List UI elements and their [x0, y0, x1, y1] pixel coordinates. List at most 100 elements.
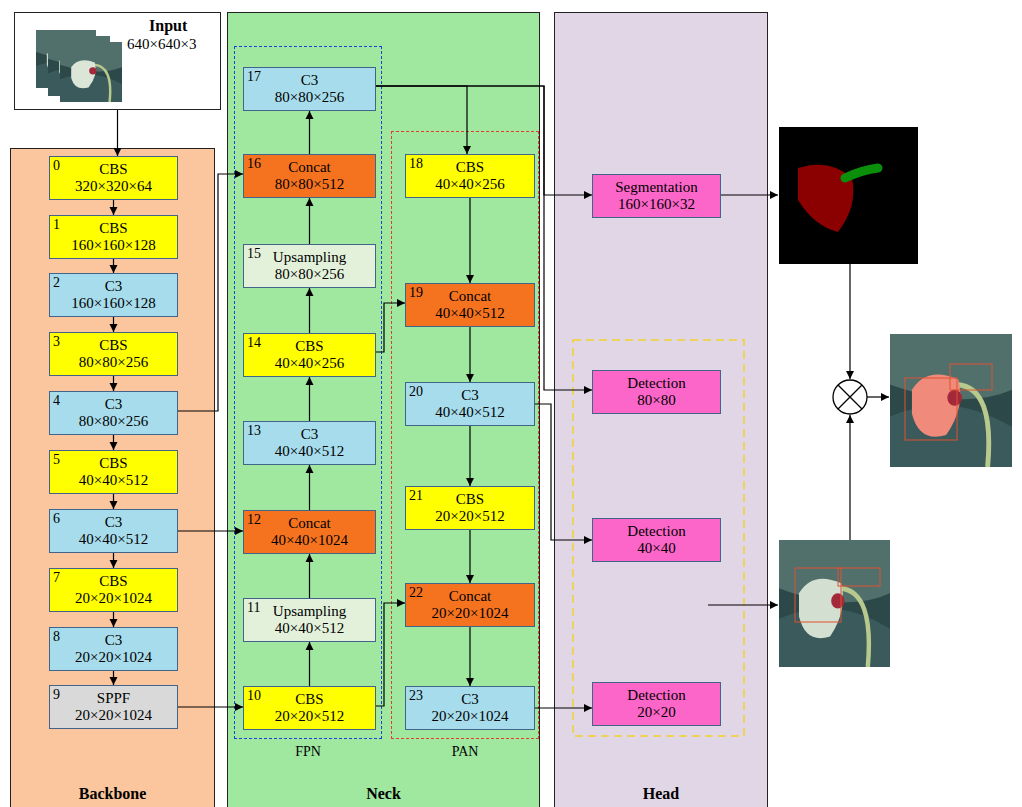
layer-number: 12 — [247, 512, 261, 527]
layer-number: 0 — [53, 158, 60, 173]
detection-image — [779, 540, 890, 667]
layer-label: 160×160×128 — [71, 295, 155, 312]
group-box: FPN10CBS20×20×51211Upsampling40×40×51212… — [234, 46, 382, 739]
layer-label: Segmentation — [615, 179, 698, 196]
layer-box: 7CBS20×20×1024 — [49, 568, 178, 612]
input-label: Input — [149, 17, 220, 35]
layer-label: C3 — [105, 278, 123, 295]
layer-label: 160×160×32 — [618, 196, 695, 213]
mask-stem — [845, 168, 878, 178]
layer-label: 40×40×512 — [435, 305, 504, 322]
layer-label: 40×40×512 — [79, 531, 148, 548]
layer-label: Upsampling — [273, 603, 346, 620]
layer-box: 8 C320×20×1024 — [49, 627, 178, 671]
layer-box: Detection80×80 — [592, 370, 721, 414]
layer-box: 18CBS40×40×256 — [405, 154, 535, 198]
layer-label: CBS — [99, 337, 127, 354]
layer-box: Detection20×20 — [592, 682, 721, 726]
layer-label: Upsampling — [273, 249, 346, 266]
layer-label: CBS — [456, 159, 484, 176]
layer-box: 14CBS40×40×256 — [243, 333, 376, 377]
layer-label: CBS — [295, 691, 323, 708]
layer-number: 10 — [247, 688, 261, 703]
multiply-symbol — [838, 385, 862, 409]
input-label: 640×640×3 — [127, 36, 220, 53]
section-title: Head — [643, 785, 679, 803]
layer-label: CBS — [99, 455, 127, 472]
result-image — [890, 334, 1012, 467]
layer-box: 12Concat40×40×1024 — [243, 510, 376, 554]
layer-label: Concat — [449, 288, 492, 305]
section-title: FPN — [295, 744, 321, 760]
layer-box: 15 Upsampling80×80×256 — [243, 244, 376, 288]
layer-label: 40×40 — [637, 540, 675, 557]
layer-label: C3 — [301, 426, 319, 443]
layer-number: 9 — [53, 687, 60, 702]
layer-number: 8 — [53, 629, 60, 644]
layer-label: 80×80 — [637, 392, 675, 409]
layer-label: 80×80×256 — [79, 354, 148, 371]
layer-label: CBS — [99, 220, 127, 237]
layer-label: 80×80×256 — [275, 266, 344, 283]
layer-label: 40×40×512 — [275, 443, 344, 460]
layer-label: Detection — [627, 687, 685, 704]
layer-label: 20×20×1024 — [75, 649, 152, 666]
layer-label: Concat — [449, 588, 492, 605]
layer-box: 17C380×80×256 — [243, 67, 376, 111]
layer-box: Segmentation160×160×32 — [592, 174, 721, 218]
box-mark — [905, 378, 957, 440]
layer-label: 20×20 — [637, 704, 675, 721]
layer-box: 4C380×80×256 — [49, 391, 178, 435]
layer-label: 80×80×512 — [275, 176, 344, 193]
layer-label: C3 — [461, 691, 479, 708]
layer-label: C3 — [105, 632, 123, 649]
layer-box: 1 CBS160×160×128 — [49, 215, 178, 259]
layer-label: 20×20×1024 — [432, 605, 509, 622]
layer-number: 19 — [409, 285, 423, 300]
layer-label: C3 — [105, 514, 123, 531]
layer-label: 40×40×512 — [435, 404, 504, 421]
layer-label: Concat — [288, 515, 331, 532]
layer-box: Detection40×40 — [592, 518, 721, 562]
input-box: Input640×640×3 — [14, 12, 221, 110]
section-panel: Backbone0CBS320×320×641CBS160×160×1282C3… — [10, 148, 215, 807]
layer-label: 20×20×512 — [275, 708, 344, 725]
layer-number: 23 — [409, 688, 423, 703]
layer-label: CBS — [456, 491, 484, 508]
mask-image — [779, 127, 918, 264]
layer-label: 20×20×1024 — [75, 590, 152, 607]
mask-flower — [798, 165, 853, 232]
layer-number: 4 — [53, 393, 60, 408]
box-mark — [950, 364, 992, 390]
layer-box: 20 C340×40×512 — [405, 382, 535, 426]
layer-number: 20 — [409, 384, 423, 399]
layer-label: 20×20×1024 — [75, 707, 152, 724]
layer-number: 15 — [247, 246, 261, 261]
multiply-symbol — [833, 380, 867, 414]
layer-number: 14 — [247, 335, 261, 350]
layer-number: 6 — [53, 511, 60, 526]
layer-label: 40×40×512 — [79, 472, 148, 489]
layer-box: 5CBS40×40×512 — [49, 450, 178, 494]
section-panel: NeckFPN10CBS20×20×51211Upsampling40×40×5… — [227, 12, 540, 807]
layer-label: C3 — [461, 387, 479, 404]
layer-number: 7 — [53, 570, 60, 585]
group-box: PAN18CBS40×40×25619Concat40×40×51220C340… — [391, 131, 539, 739]
layer-box: 23C320×20×1024 — [405, 686, 535, 730]
layer-box: 11Upsampling40×40×512 — [243, 598, 376, 642]
layer-label: Detection — [627, 375, 685, 392]
section-panel: HeadSegmentation160×160×32Detection80×80… — [554, 12, 768, 807]
section-title: Backbone — [79, 785, 147, 803]
layer-box: 9SPPF20×20×1024 — [49, 685, 178, 729]
layer-label: 80×80×256 — [79, 413, 148, 430]
layer-number: 21 — [409, 488, 423, 503]
layer-number: 1 — [53, 217, 60, 232]
layer-box: 0CBS320×320×64 — [49, 156, 178, 200]
layer-box: 10 CBS20×20×512 — [243, 686, 376, 730]
layer-number: 17 — [247, 69, 261, 84]
layer-label: 160×160×128 — [71, 237, 155, 254]
layer-number: 16 — [247, 156, 261, 171]
layer-label: CBS — [295, 338, 323, 355]
layer-box: 16Concat80×80×512 — [243, 154, 376, 198]
layer-box: 19 Concat40×40×512 — [405, 283, 535, 327]
